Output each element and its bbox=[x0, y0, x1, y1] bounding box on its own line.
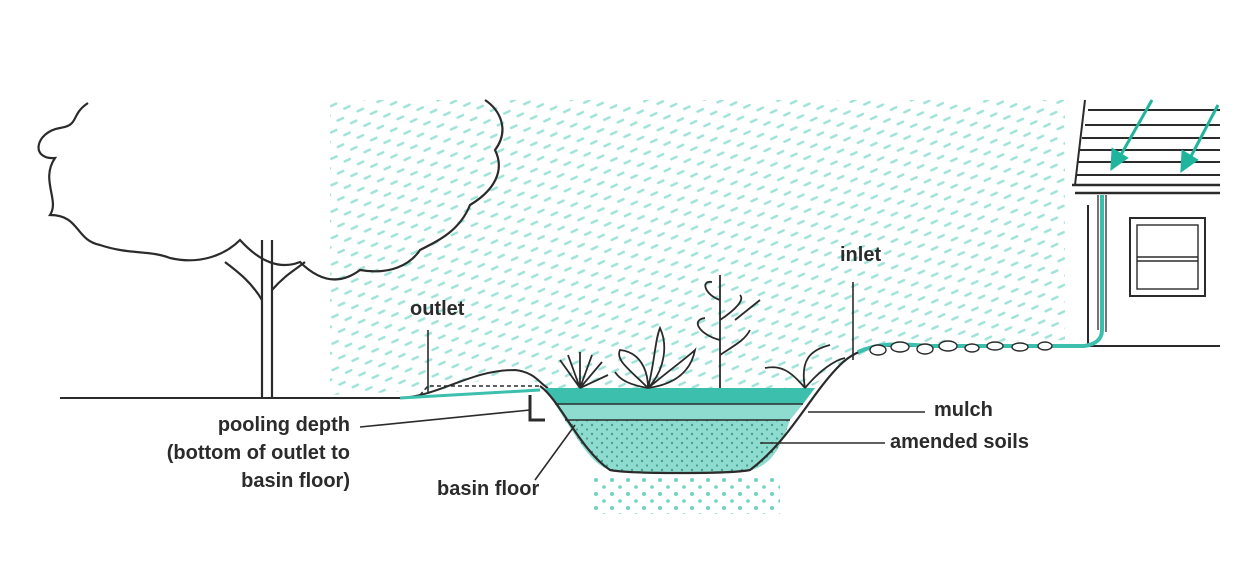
pooling-depth-note-line-1: (bottom of outlet to bbox=[166, 442, 350, 464]
tree-icon bbox=[37, 99, 504, 398]
pooling-depth-marker bbox=[528, 395, 545, 422]
amended-soils-label: amended soils bbox=[890, 431, 1029, 453]
outlet-label: outlet bbox=[410, 298, 465, 320]
basin-floor-label: basin floor bbox=[437, 478, 540, 500]
outlet-pipe bbox=[419, 385, 540, 396]
rocks bbox=[869, 340, 1053, 356]
leader-lines bbox=[359, 282, 925, 481]
pooling-depth-label: pooling depth bbox=[217, 414, 350, 436]
outlet-water bbox=[399, 388, 541, 400]
house-icon bbox=[1072, 99, 1220, 346]
pooling-depth-note-line-2: basin floor) bbox=[241, 470, 350, 492]
downspout bbox=[1084, 195, 1104, 348]
infiltration-dots bbox=[590, 478, 780, 514]
rain-arrow-icon bbox=[1110, 99, 1220, 174]
inlet-label: inlet bbox=[840, 244, 882, 266]
rainfall-area bbox=[330, 100, 1065, 395]
basin-outline bbox=[539, 344, 881, 475]
window-icon bbox=[1129, 217, 1206, 297]
plants-icon bbox=[559, 275, 846, 389]
bioretention-basin bbox=[539, 344, 881, 475]
sand-layer bbox=[555, 404, 803, 420]
mulch-layer bbox=[545, 388, 815, 404]
mulch-label: mulch bbox=[934, 399, 993, 421]
